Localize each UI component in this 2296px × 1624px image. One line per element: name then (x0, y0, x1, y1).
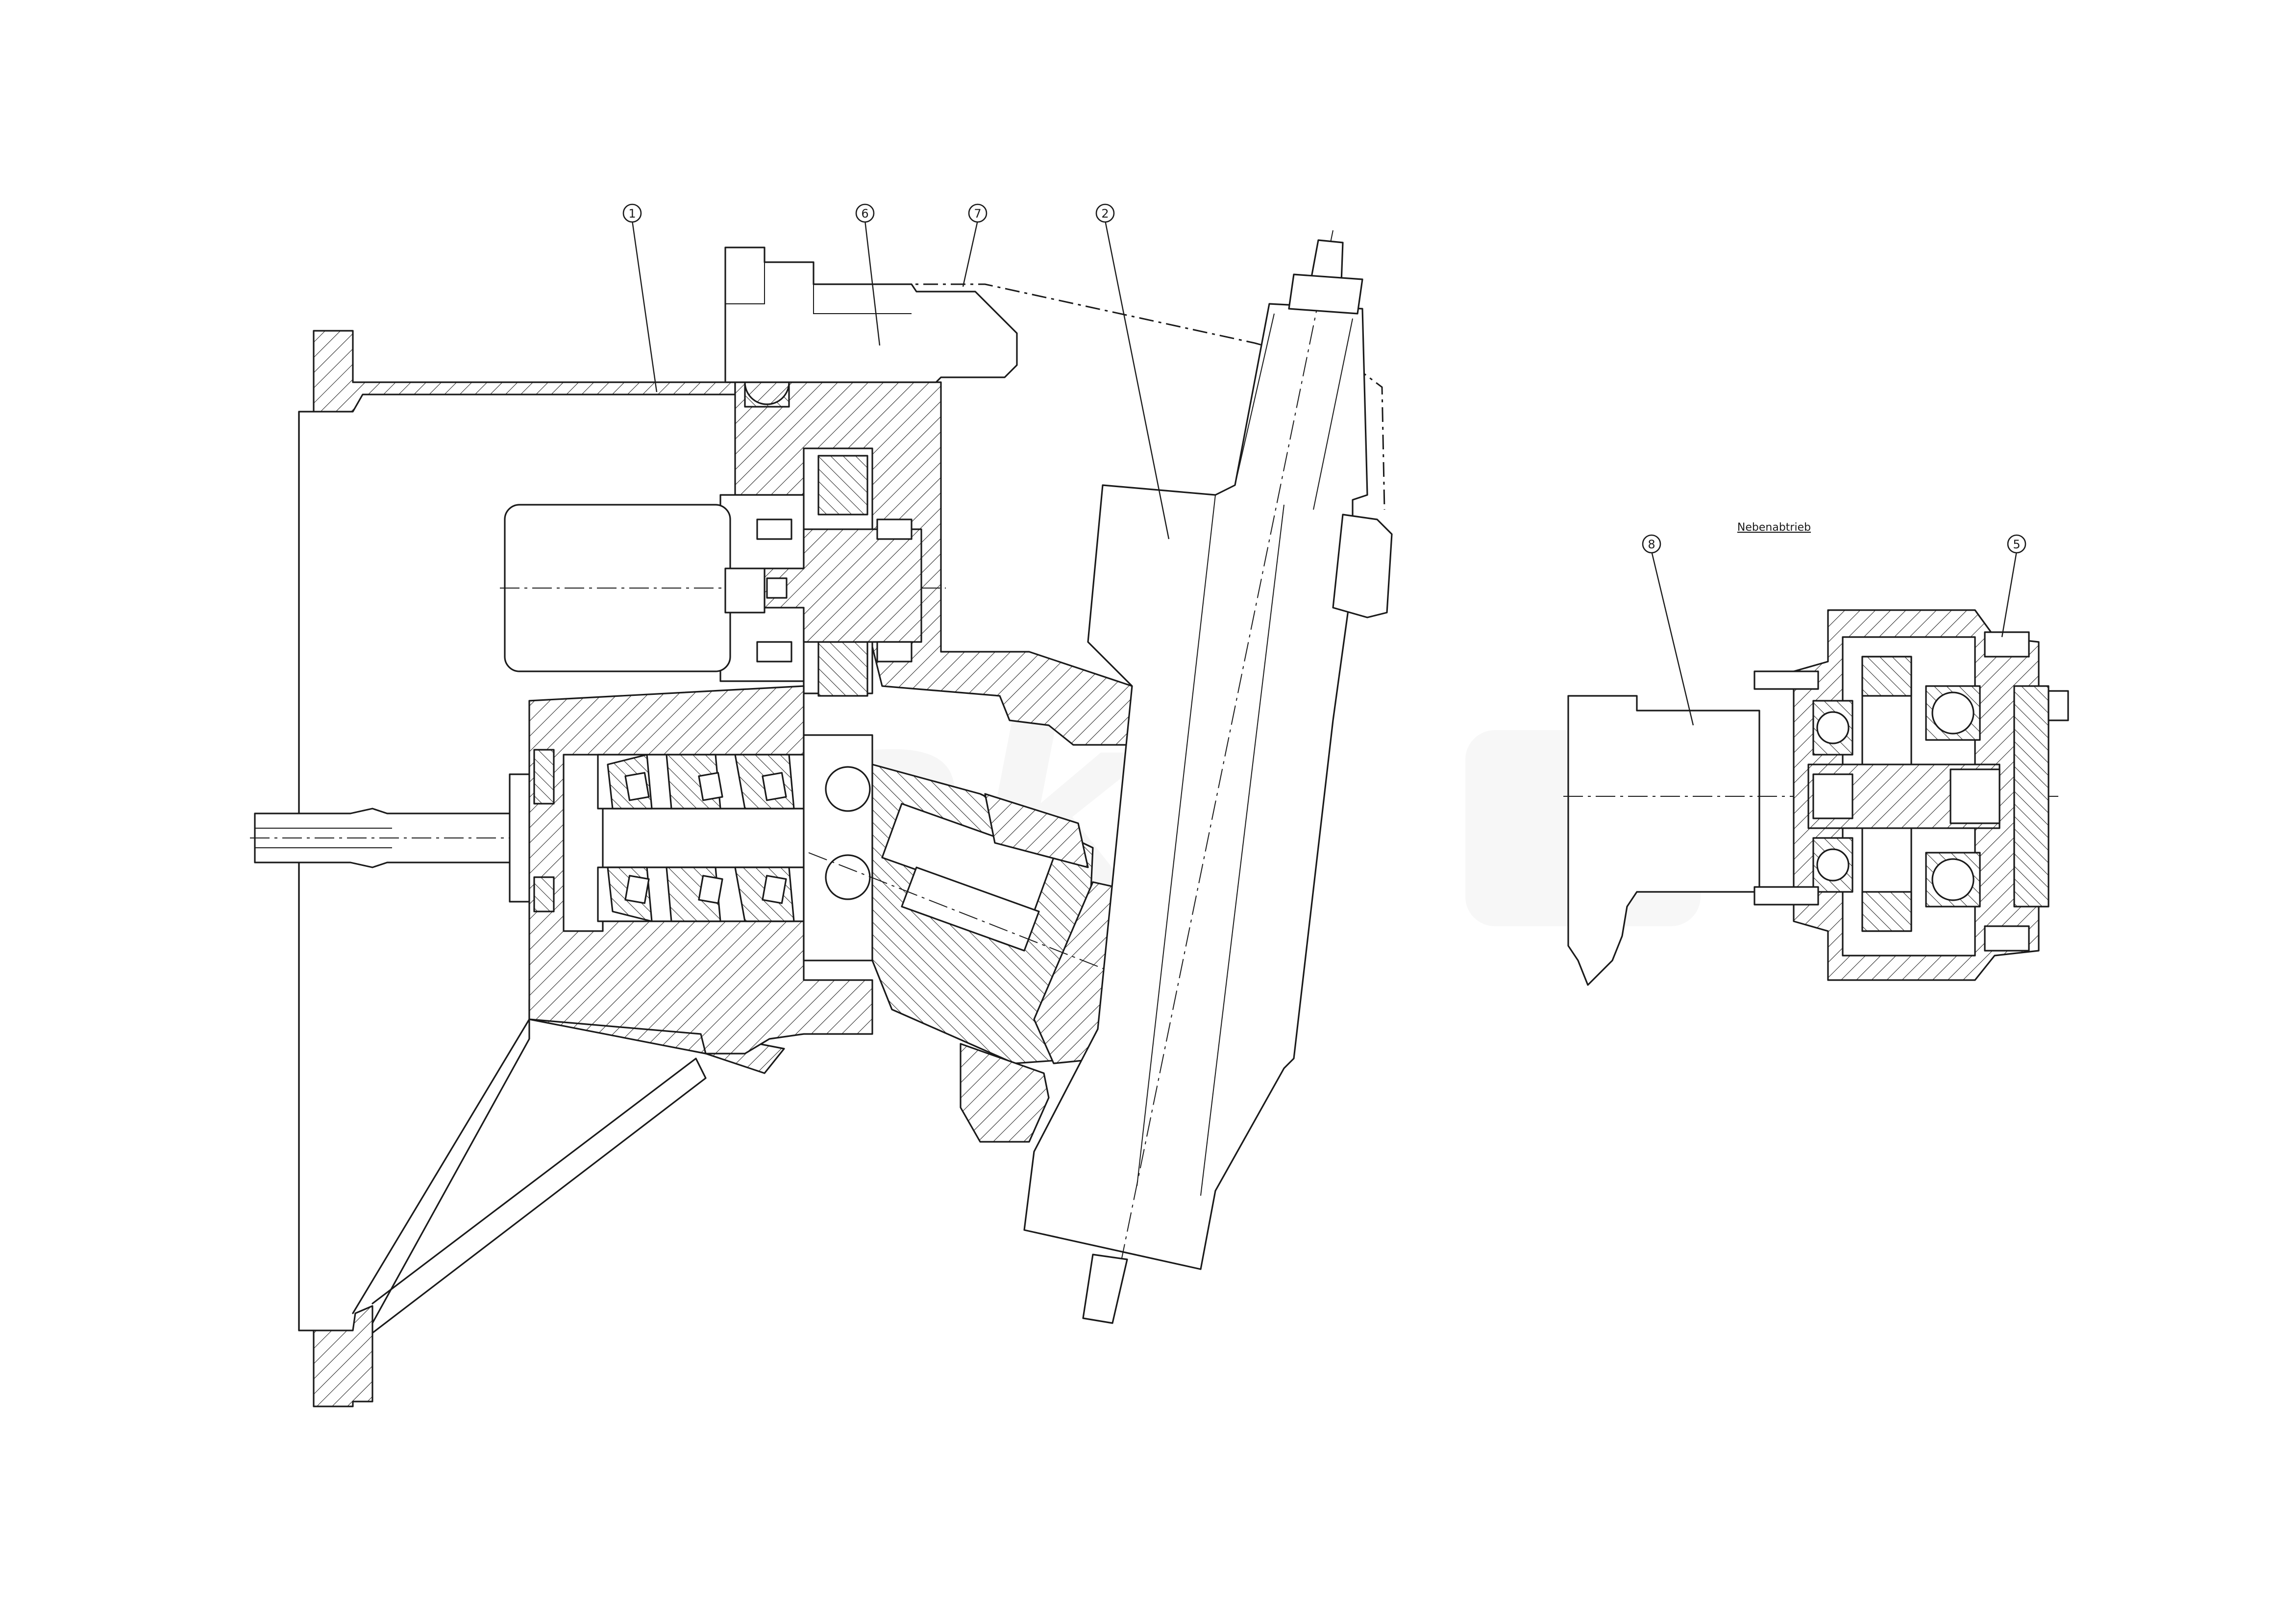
callout-2: 2 (1095, 203, 1170, 540)
callout-5: 5 (2001, 534, 2026, 638)
adapter-flange-8 (1567, 695, 1760, 986)
callout-6: 6 (855, 203, 881, 346)
main-pump-section (250, 230, 1393, 1407)
aux-cover-5 (2013, 685, 2049, 908)
callout-8-label: 8 (1648, 538, 1655, 551)
bearing-housing (528, 685, 873, 1055)
swash-servo-2 (1023, 230, 1393, 1324)
auxiliary-drive-section: Nebenabtrieb (1563, 521, 2069, 986)
callout-7-label: 7 (974, 207, 981, 221)
lower-housing (960, 1043, 1050, 1143)
upper-housing (500, 381, 1133, 746)
aux-bolts (1753, 631, 2030, 952)
callout-6-label: 6 (861, 207, 868, 221)
rotating-group (803, 734, 1143, 1064)
callouts: 1 6 7 2 8 5 (622, 203, 2026, 726)
aux-ball-bearings (1812, 685, 1981, 908)
callout-1: 1 (622, 203, 658, 393)
callout-7: 7 (962, 203, 988, 287)
callout-2-label: 2 (1101, 207, 1109, 221)
callout-5-label: 5 (2013, 538, 2020, 551)
callout-8: 8 (1642, 534, 1694, 726)
callout-1-label: 1 (628, 207, 636, 221)
auxiliary-drive-title: Nebenabtrieb (1737, 521, 1811, 534)
